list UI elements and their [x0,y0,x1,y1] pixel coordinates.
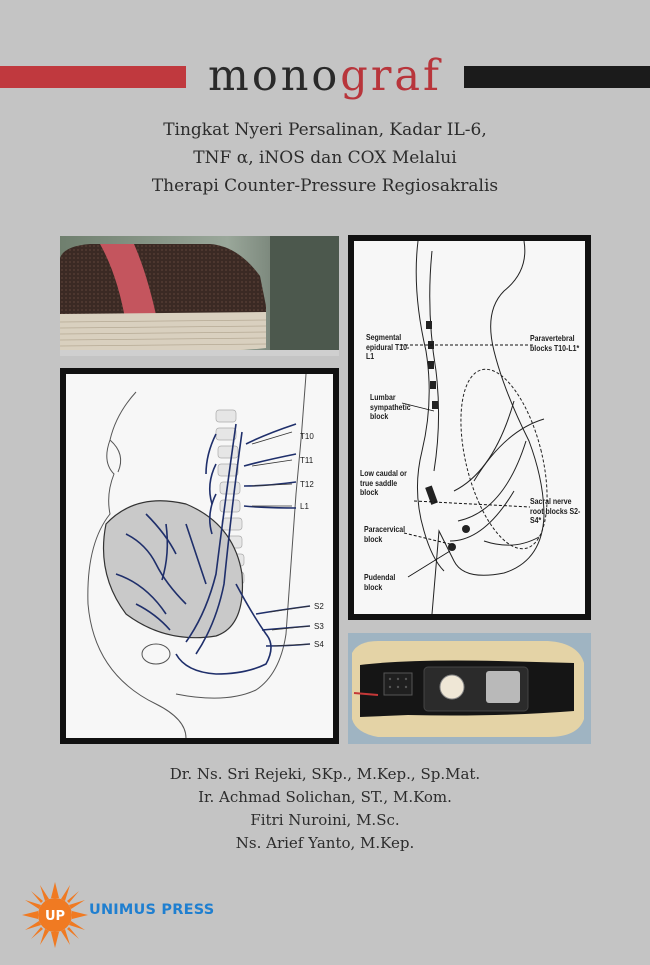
title-line: Tingkat Nyeri Persalinan, Kadar IL-6, [163,120,487,140]
dark-accent-bar [464,66,650,88]
label-s4: S4 [314,640,324,649]
label-t11: T11 [300,456,314,465]
author-name: Dr. Ns. Sri Rejeki, SKp., M.Kep., Sp.Mat… [169,765,481,783]
innervation-illustration: T10 T11 T12 L1 S2 S3 S4 [60,368,339,744]
title-line: Therapi Counter-Pressure Regiosakralis [151,176,499,196]
label-s3: S3 [314,622,324,631]
label-paracervical: Paracervical block [364,524,406,544]
publisher-block: UP UNIMUS PRESS [20,880,320,950]
red-accent-bar [0,66,186,88]
title-line: TNF α, iNOS dan COX Melalui [193,148,457,168]
author-name: Fitri Nuroini, M.Sc. [250,811,400,829]
book-title: Tingkat Nyeri Persalinan, Kadar IL-6, TN… [0,116,650,200]
label-paravertebral: Paravertebral blocks T10-L1* [530,333,580,353]
label-caudal-saddle: Low caudal or true saddle block [360,468,407,497]
series-title: monograf [186,50,464,102]
label-s2: S2 [314,602,324,611]
series-title-part2: graf [340,51,442,101]
device-photo [348,633,591,744]
label-sacral-nerve: Sacral nerve root blocks S2-S4* [530,496,581,525]
label-pudendal: Pudendal block [364,572,396,592]
nerve-block-diagram: Segmental epidural T10-L1 Paravertebral … [348,235,591,620]
label-segmental-epidural: Segmental epidural T10-L1 [366,332,410,361]
publisher-logo-text: UP [45,909,65,924]
publisher-name: UNIMUS PRESS [89,902,215,918]
author-name: Ns. Arief Yanto, M.Kep. [235,834,415,852]
label-lumbar-sympathetic: Lumbar sympathetic block [370,392,411,421]
publisher-logo-icon: UP [22,882,88,948]
label-t10: T10 [300,432,314,441]
author-list: Dr. Ns. Sri Rejeki, SKp., M.Kep., Sp.Mat… [0,763,650,855]
cushion-photo [60,236,339,356]
label-t12: T12 [300,480,314,489]
series-title-part1: mono [208,51,341,101]
label-l1: L1 [300,502,309,511]
author-name: Ir. Achmad Solichan, ST., M.Kom. [198,788,452,806]
